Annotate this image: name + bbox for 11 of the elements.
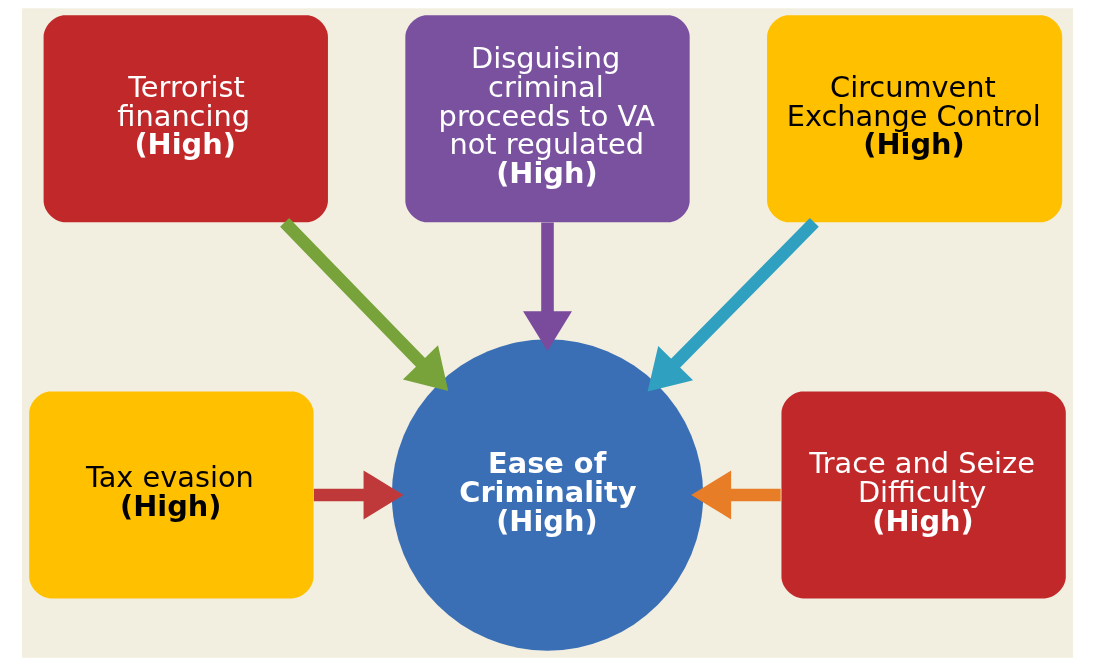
node-circle: Ease of Criminality (High): [391, 339, 704, 651]
arrow: [691, 470, 781, 520]
node-box: Tax evasion (High): [29, 391, 314, 599]
arrow: [313, 470, 404, 520]
arrow: [523, 222, 572, 352]
node-box: Trace and Seize Difficulty (High): [781, 391, 1066, 599]
arrow: [280, 218, 449, 391]
node-box: Circumvent Exchange Control (High): [767, 15, 1063, 223]
arrow: [647, 218, 819, 392]
node-box: Disguising criminal proceeds to VA not regulated (High): [405, 15, 690, 223]
node-box: Terrorist financing (High): [43, 15, 328, 223]
